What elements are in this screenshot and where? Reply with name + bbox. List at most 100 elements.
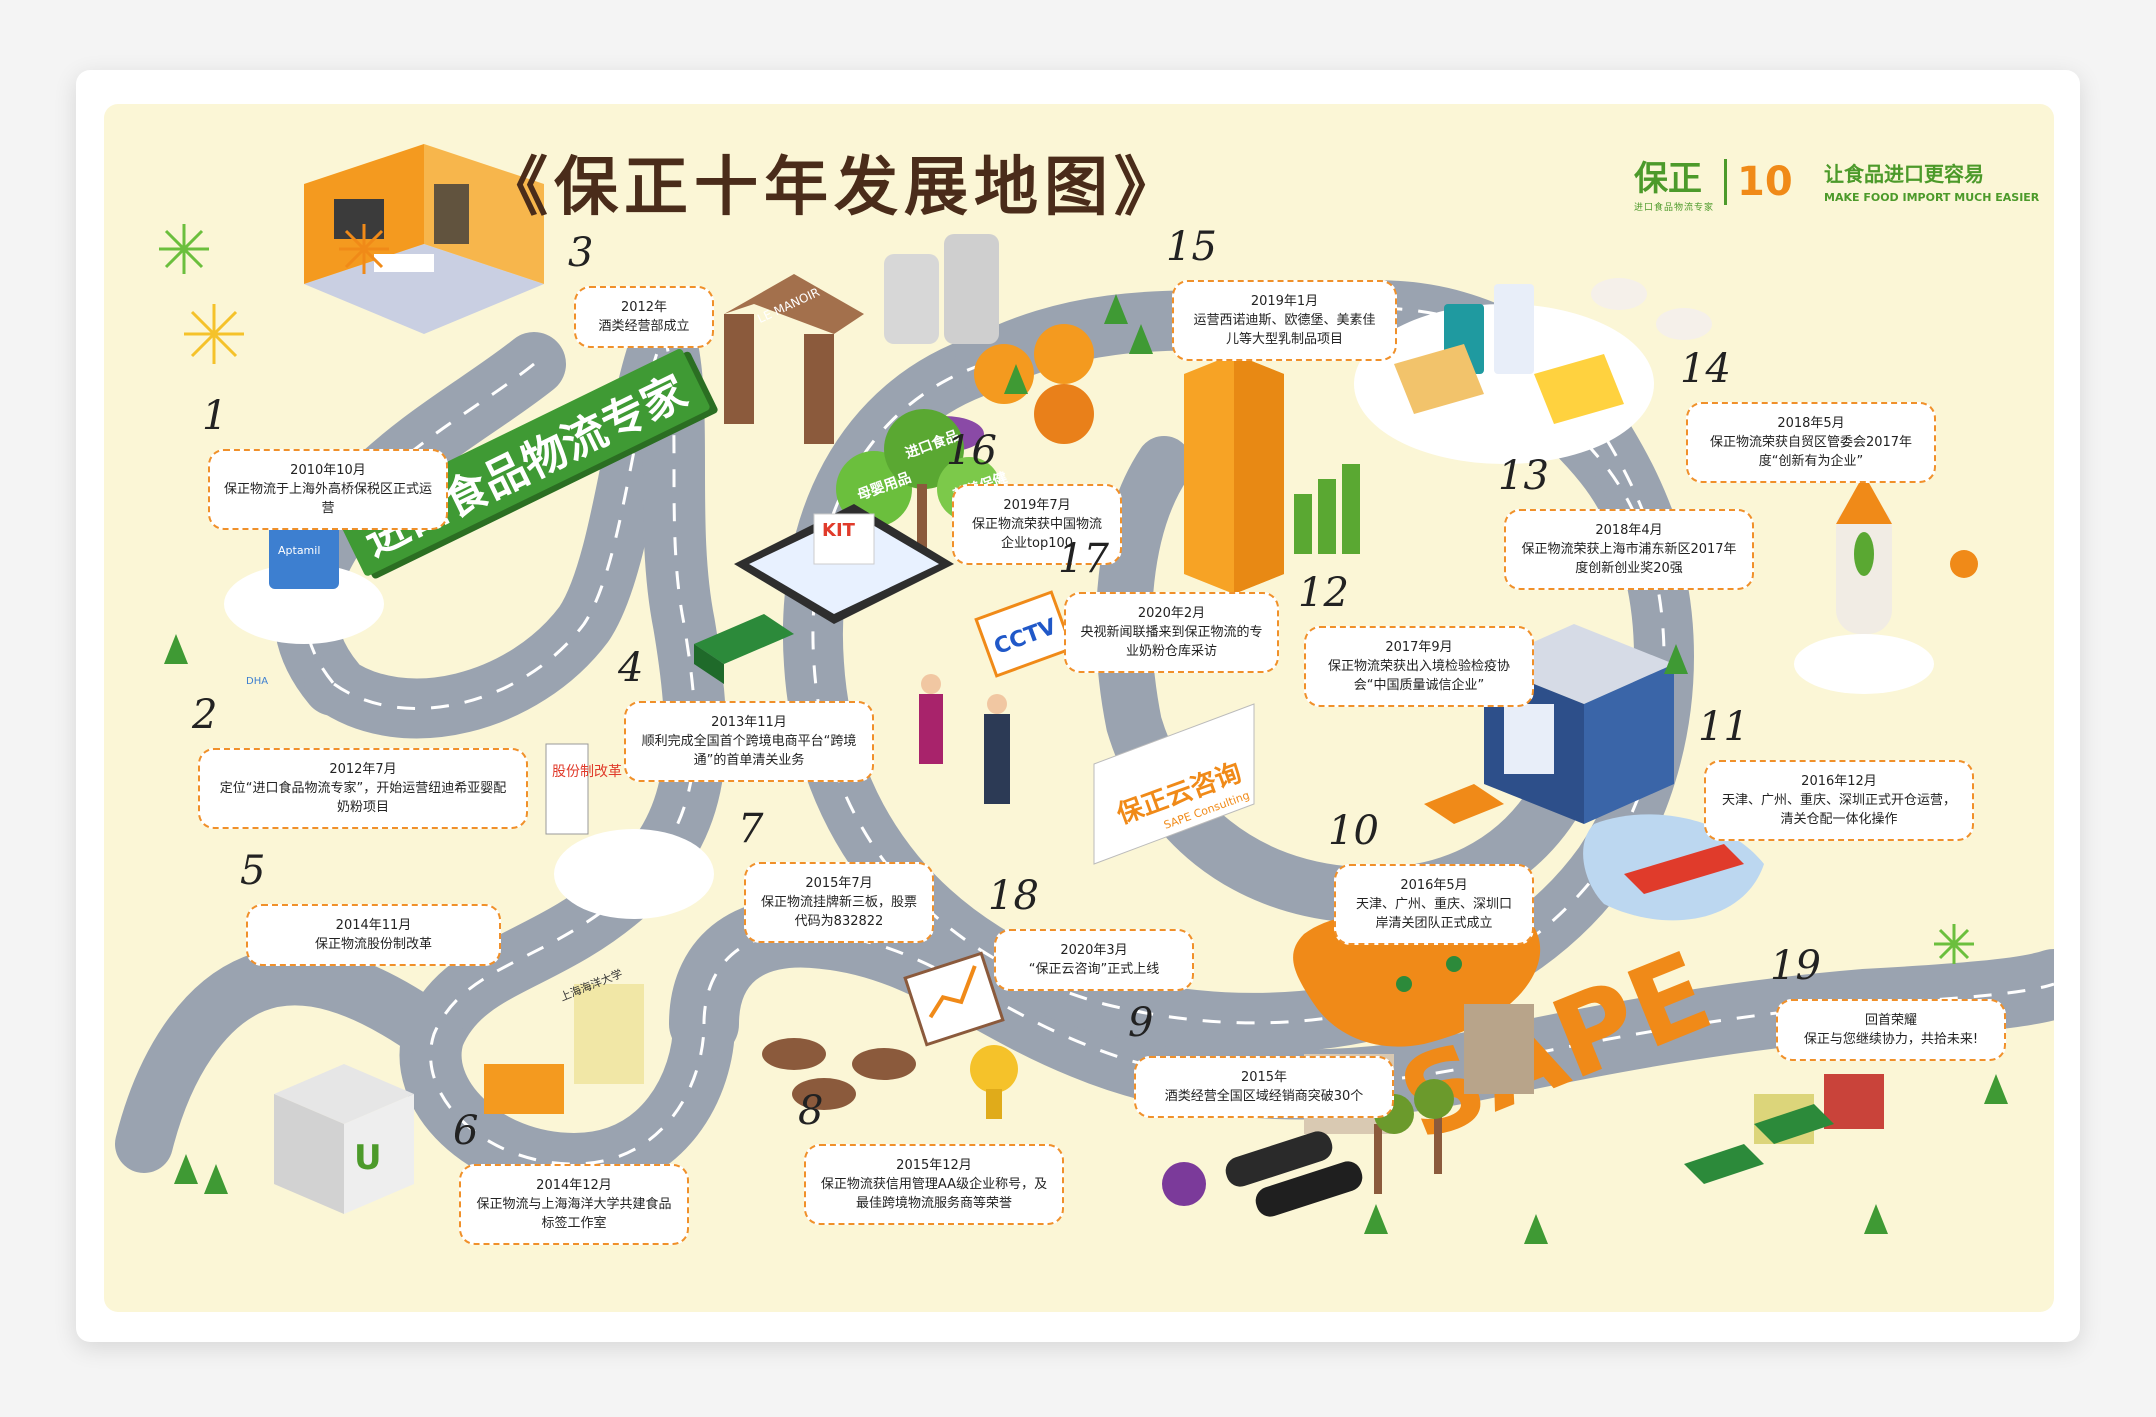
- milestone-number: 4: [618, 645, 644, 691]
- office-tower: [1184, 354, 1360, 594]
- milestone-date: 2020年2月: [1137, 606, 1206, 621]
- milestone-text: 保正物流荣获中国物流企业top100: [971, 517, 1102, 551]
- milestone-date: 2016年5月: [1400, 878, 1468, 893]
- slogan-cn: 让食品进口更容易: [1824, 162, 1984, 186]
- milestone-text: 保正物流于上海外高桥保税区正式运营: [224, 482, 433, 516]
- milestone-date: 2015年7月: [805, 876, 873, 891]
- milestone-date: 2018年5月: [1777, 416, 1845, 431]
- rocket: [1794, 474, 1978, 694]
- milestone-date: 2018年4月: [1595, 523, 1663, 538]
- brand-subtitle: 进口食品物流专家: [1634, 203, 1715, 213]
- reform-board-text: 股份制改革: [552, 764, 622, 780]
- milestone-3: 3 2012年 酒类经营部成立: [568, 233, 714, 348]
- milestone-9: 9 2015年 酒类经营全国区域经销商突破30个: [1128, 1003, 1394, 1118]
- milestone-date: 2017年9月: [1385, 640, 1453, 655]
- milestone-12: 12 2017年9月 保正物流荣获出入境检验检疫协会“中国质量诚信企业”: [1298, 573, 1534, 707]
- milestone-number: 15: [1166, 224, 1217, 270]
- milestone-text: 天津、广州、重庆、深圳正式开仓运营，清关仓配一体化操作: [1721, 793, 1956, 827]
- milestone-text: 运营西诺迪斯、欧德堡、美素佳儿等大型乳制品项目: [1193, 313, 1376, 347]
- milestone-number: 1: [202, 393, 228, 439]
- sape-headquarters: U 上海海洋大学: [274, 966, 644, 1214]
- office-room-illustration: [304, 144, 544, 334]
- milestone-13: 13 2018年4月 保正物流荣获上海市浦东新区2017年度创新创业奖20强: [1498, 456, 1754, 590]
- milestone-number: 5: [240, 848, 266, 894]
- milestone-number: 16: [946, 428, 997, 474]
- milestone-6: 6 2014年12月 保正物流与上海海洋大学共建食品标签工作室: [453, 1111, 689, 1245]
- milestone-date: 2014年12月: [536, 1178, 612, 1193]
- aptamil-label: Aptamil: [278, 544, 320, 557]
- milestone-number: 9: [1128, 1000, 1154, 1046]
- milestone-text: 定位“进口食品物流专家”，开始运营纽迪希亚婴配奶粉项目: [219, 781, 507, 815]
- milestone-number: 6: [453, 1108, 479, 1154]
- milestone-8: 8 2015年12月 保正物流获信用管理AA级企业称号，及最佳跨境物流服务商等荣…: [798, 1091, 1064, 1225]
- milestone-number: 13: [1498, 453, 1549, 499]
- sape-consulting-billboard: 保正云咨询 SAPE Consulting: [1093, 703, 1255, 865]
- milestone-text: 保正物流与上海海洋大学共建食品标签工作室: [476, 1197, 672, 1231]
- milestone-text: 保正物流荣获上海市浦东新区2017年度创新创业奖20强: [1521, 542, 1737, 576]
- milestone-number: 8: [798, 1088, 824, 1134]
- milestone-number: 2: [192, 692, 218, 738]
- map-illustration: Aptamil DHA LE MANOIR: [115, 144, 2054, 1244]
- anniversary-ten: 10: [1724, 159, 1793, 205]
- misc-awards: [762, 951, 1018, 1119]
- milestone-text: 保正物流荣获自贸区管委会2017年度“创新有为企业”: [1709, 435, 1913, 469]
- milestone-text: 保正与您继续协力，共拾未来!: [1803, 1032, 1979, 1047]
- milestone-number: 11: [1698, 704, 1749, 750]
- milestone-text: “保正云咨询”正式上线: [1028, 962, 1160, 977]
- milestone-text: 保正物流荣获出入境检验检疫协会“中国质量诚信企业”: [1327, 659, 1510, 693]
- milestone-17: 17 2020年2月 央视新闻联播来到保正物流的专业奶粉仓库采访: [1058, 539, 1279, 673]
- cctv-interview: CCTV: [919, 590, 1074, 804]
- milestone-10: 10 2016年5月 天津、广州、重庆、深圳口岸清关团队正式成立: [1328, 811, 1534, 945]
- milestone-date: 回首荣耀: [1864, 1013, 1917, 1028]
- milestone-date: 2019年7月: [1003, 498, 1071, 513]
- milestone-number: 18: [988, 873, 1039, 919]
- milestone-5: 5 2014年11月 保正物流股份制改革: [240, 851, 501, 966]
- milestone-date: 2020年3月: [1060, 943, 1128, 958]
- milestone-11: 11 2016年12月 天津、广州、重庆、深圳正式开仓运营，清关仓配一体化操作: [1698, 707, 1974, 841]
- milestone-text: 央视新闻联播来到保正物流的专业奶粉仓库采访: [1080, 625, 1263, 659]
- delivery-truck: [694, 614, 794, 684]
- milestone-text: 酒类经营全国区域经销商突破30个: [1164, 1089, 1364, 1104]
- milestone-text: 保正物流股份制改革: [314, 937, 432, 952]
- kit-sign: KIT: [822, 520, 856, 541]
- milestone-2: 2 2012年7月 定位“进口食品物流专家”，开始运营纽迪希亚婴配奶粉项目: [192, 695, 528, 829]
- brand-slogan: 让食品进口更容易 MAKE FOOD IMPORT MUCH EASIER: [1824, 158, 2039, 204]
- milestone-date: 2010年10月: [290, 463, 366, 478]
- milestone-15: 15 2019年1月 运营西诺迪斯、欧德堡、美素佳儿等大型乳制品项目: [1166, 227, 1397, 361]
- milestone-7: 7 2015年7月 保正物流挂牌新三板，股票代码为832822: [738, 809, 934, 943]
- milestone-19: 19 回首荣耀 保正与您继续协力，共拾未来!: [1770, 946, 2006, 1061]
- milestone-number: 7: [738, 806, 764, 852]
- milestone-number: 12: [1298, 570, 1349, 616]
- slogan-en: MAKE FOOD IMPORT MUCH EASIER: [1824, 191, 2040, 204]
- milestone-date: 2012年7月: [329, 762, 397, 777]
- milestone-14: 14 2018年5月 保正物流荣获自贸区管委会2017年度“创新有为企业”: [1680, 349, 1936, 483]
- milestone-text: 酒类经营部成立: [598, 319, 690, 334]
- page-title: 《保正十年发展地图》: [484, 151, 1184, 225]
- milestone-date: 2012年: [620, 300, 668, 315]
- svg-text:U: U: [354, 1138, 382, 1178]
- milestone-number: 19: [1770, 943, 1821, 989]
- milestone-number: 10: [1328, 808, 1379, 854]
- milestone-date: 2019年1月: [1250, 294, 1319, 309]
- milestone-4: 4 2013年11月 顺利完成全国首个跨境电商平台“跨境通”的首单清关业务: [618, 648, 874, 782]
- milestone-text: 顺利完成全国首个跨境电商平台“跨境通”的首单清关业务: [641, 734, 857, 768]
- milestone-number: 17: [1058, 536, 1109, 582]
- brand-logo: 保正 进口食品物流专家 10: [1634, 152, 1793, 213]
- dha-label: DHA: [246, 676, 268, 687]
- milestone-text: 保正物流获信用管理AA级企业称号，及最佳跨境物流服务商等荣誉: [820, 1177, 1048, 1211]
- dairy-products: [1354, 278, 1712, 464]
- brand-name: 保正: [1634, 159, 1702, 199]
- kit-phone-shop: KIT: [734, 504, 954, 624]
- milestone-16: 16 2019年7月 保正物流荣获中国物流企业top100: [946, 431, 1122, 565]
- milestone-number: 14: [1680, 346, 1731, 392]
- milestone-18: 18 2020年3月 “保正云咨询”正式上线: [988, 876, 1194, 991]
- le-manoir-winery: LE MANOIR: [724, 234, 1094, 452]
- share-reform-meeting: 股份制改革: [545, 743, 714, 919]
- milestone-text: 天津、广州、重庆、深圳口岸清关团队正式成立: [1355, 897, 1512, 931]
- milestone-date: 2015年12月: [896, 1158, 972, 1173]
- development-map: Aptamil DHA LE MANOIR: [104, 104, 2054, 1312]
- milestone-date: 2014年11月: [335, 918, 412, 933]
- milestone-number: 3: [568, 230, 594, 276]
- milestone-date: 2016年12月: [1801, 774, 1877, 789]
- milestone-1: 1 2010年10月 保正物流于上海外高桥保税区正式运营: [202, 396, 448, 530]
